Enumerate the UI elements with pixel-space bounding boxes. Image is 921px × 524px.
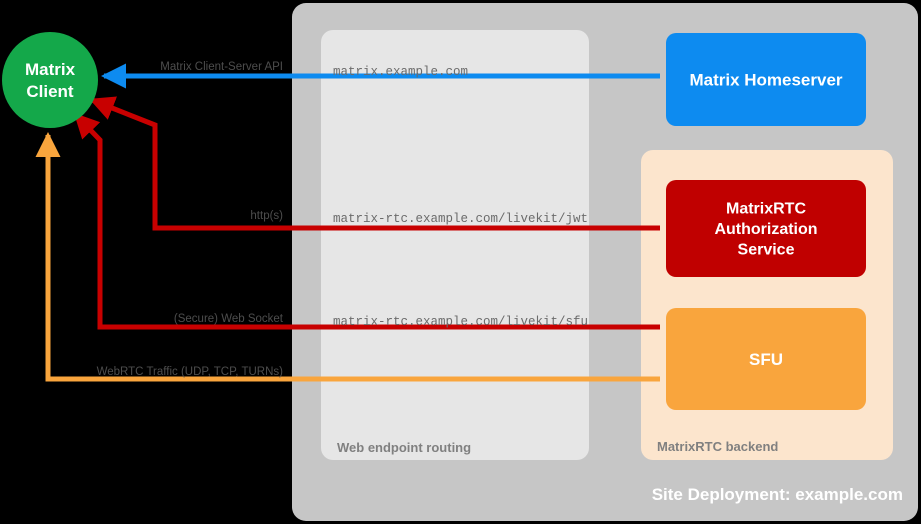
sfu-box[interactable] bbox=[666, 308, 866, 410]
edge-url-label-client-server-api: matrix.example.com bbox=[333, 65, 468, 79]
node-sfu[interactable]: SFU bbox=[666, 308, 866, 410]
edge-url-label-livekit-sfu: matrix-rtc.example.com/livekit/sfu bbox=[333, 315, 588, 329]
site-deployment-label: Site Deployment: example.com bbox=[652, 485, 903, 504]
matrix-homeserver-label: Matrix Homeserver bbox=[689, 70, 842, 89]
matrixrtc-backend-label: MatrixRTC backend bbox=[657, 439, 778, 454]
web-endpoint-routing-container: Web endpoint routing bbox=[321, 30, 589, 460]
matrixrtc-authorization-service-box[interactable] bbox=[666, 180, 866, 277]
edge-livekit-jwt bbox=[89, 96, 660, 231]
edge-protocol-label-livekit-sfu: (Secure) Web Socket bbox=[174, 313, 284, 325]
edge-url-label-livekit-jwt: matrix-rtc.example.com/livekit/jwt bbox=[333, 212, 588, 226]
node-matrix-homeserver[interactable]: Matrix Homeserver bbox=[666, 33, 866, 126]
edge-layer bbox=[35, 63, 660, 382]
sfu-label: SFU bbox=[749, 350, 783, 369]
edge-label-layer: Matrix Client-Server API matrix.example.c… bbox=[97, 61, 588, 378]
edge-webrtc-traffic bbox=[35, 132, 660, 382]
matrix-homeserver-box[interactable] bbox=[666, 33, 866, 126]
edge-protocol-label-webrtc-traffic: WebRTC Traffic (UDP, TCP, TURNs) bbox=[97, 366, 284, 378]
edge-protocol-label-client-server-api: Matrix Client-Server API bbox=[160, 61, 283, 73]
edge-protocol-label-livekit-jwt: http(s) bbox=[250, 210, 283, 222]
edge-livekit-sfu bbox=[73, 112, 660, 330]
web-endpoint-routing-label: Web endpoint routing bbox=[337, 440, 471, 455]
web-endpoint-routing-box bbox=[321, 30, 589, 460]
matrix-client-circle[interactable] bbox=[2, 32, 98, 128]
